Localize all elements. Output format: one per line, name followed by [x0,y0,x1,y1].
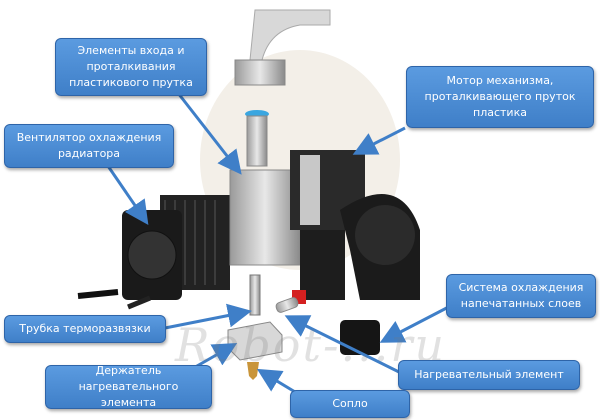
callout-motor: Мотор механизма, проталкивающего пруток … [406,66,594,128]
callout-filament-input: Элементы входа и проталкивания пластиков… [55,38,207,96]
extruder-block [229,169,301,266]
callout-heater: Нагревательный элемент [398,360,580,390]
screw [127,295,151,310]
push-fitting [246,115,268,167]
callout-heater-block: Держатель нагревательного элемента [45,364,212,409]
nozzle [247,362,259,380]
heater-cartridge [275,297,299,313]
heat-break-tube [249,274,261,316]
callout-layer-cooling: Система охлаждения напечатанных слоев [446,274,596,318]
callout-heat-break: Трубка терморазвязки [4,315,166,343]
extruder-lever [300,230,345,300]
screw [77,289,119,299]
push-fit-clamp [234,59,286,86]
callout-nozzle: Сопло [290,390,410,418]
callout-radiator-fan: Вентилятор охлаждения радиатора [4,124,174,168]
